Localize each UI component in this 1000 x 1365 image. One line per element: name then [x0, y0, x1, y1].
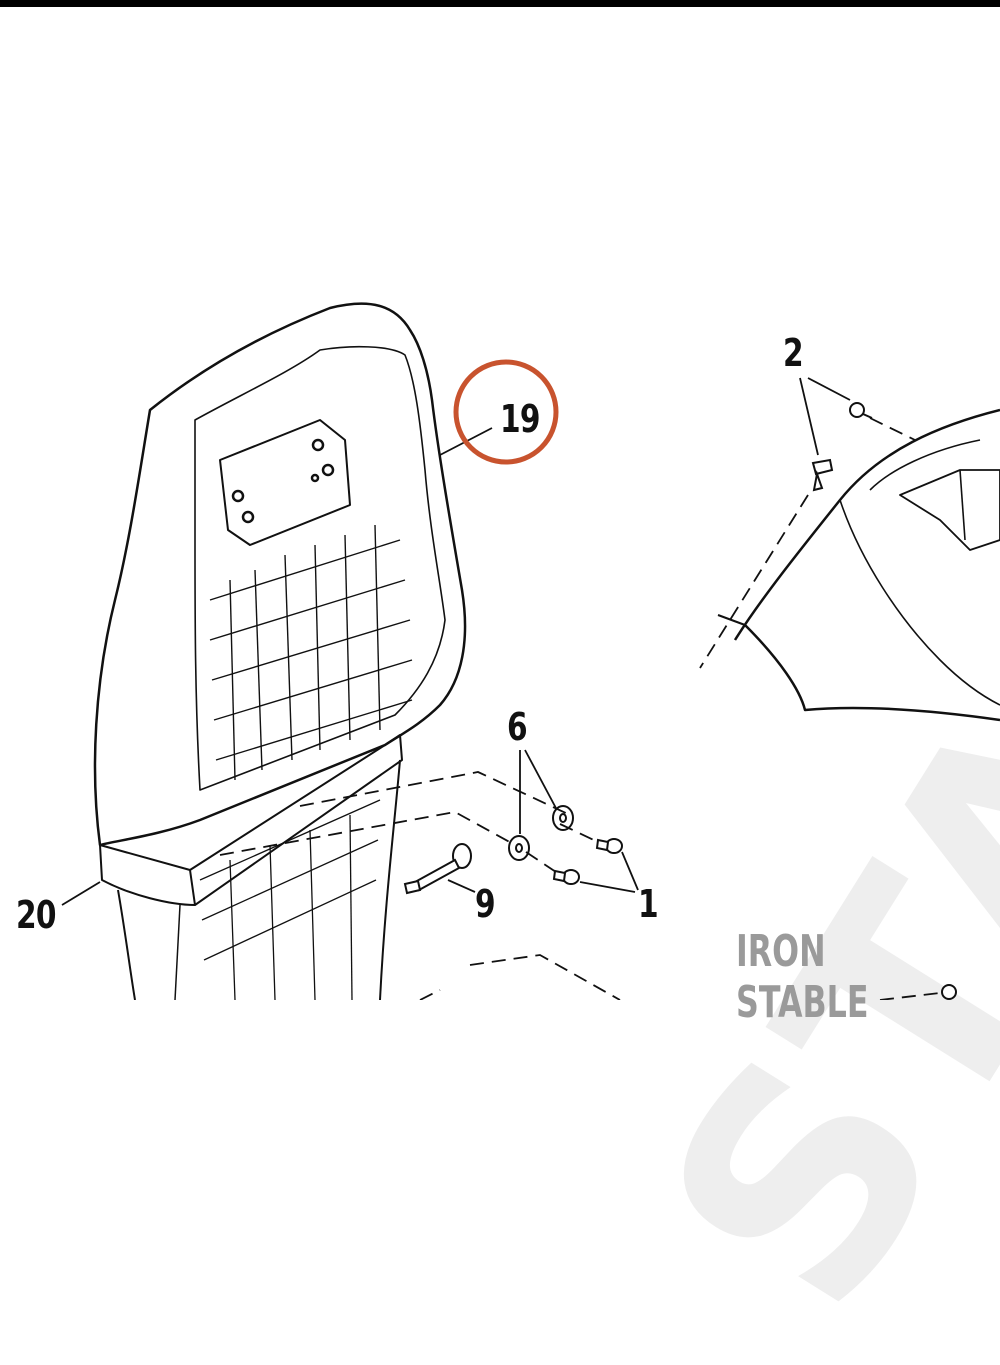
fender-part [717, 408, 1000, 722]
callout-19: 19 [500, 397, 540, 441]
watermark-text: IRON STABLE [736, 926, 869, 1028]
highlight-ring [453, 359, 559, 465]
hardware-parts [403, 402, 957, 1000]
assembly-guide-lines [219, 417, 941, 1000]
backrest-part [93, 302, 467, 1000]
callout-6: 6 [507, 705, 528, 749]
callout-20: 20 [16, 893, 56, 937]
callout-1: 1 [638, 882, 659, 926]
callout-9: 9 [475, 882, 496, 926]
exploded-parts-diagram [61, 302, 1000, 1000]
callout-2: 2 [783, 331, 804, 375]
top-border-bar [0, 0, 1000, 7]
